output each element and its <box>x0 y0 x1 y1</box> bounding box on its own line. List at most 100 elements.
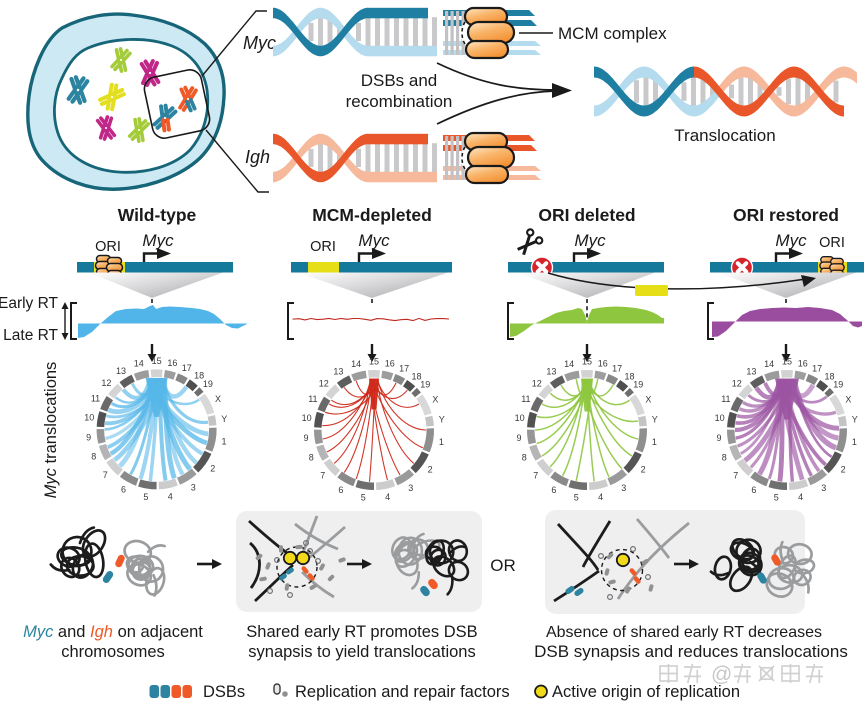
svg-text:MCM-depleted: MCM-depleted <box>312 205 432 225</box>
svg-text:8: 8 <box>722 452 727 462</box>
svg-text:Shared early RT promotes DSB: Shared early RT promotes DSB <box>246 623 477 641</box>
svg-text:Y: Y <box>221 414 227 424</box>
svg-text:7: 7 <box>533 470 538 480</box>
svg-text:X: X <box>645 395 651 405</box>
svg-text:DSB synapsis and reduces trans: DSB synapsis and reduces translocations <box>534 642 848 661</box>
svg-text:ORI restored: ORI restored <box>733 205 839 225</box>
svg-text:Absence of shared early RT dec: Absence of shared early RT decreases <box>546 624 822 641</box>
svg-text:8: 8 <box>91 452 96 462</box>
svg-text:7: 7 <box>103 470 108 480</box>
svg-text:9: 9 <box>86 432 91 442</box>
svg-text:X: X <box>432 395 438 405</box>
svg-text:1: 1 <box>221 436 226 446</box>
svg-text:5: 5 <box>361 493 366 503</box>
svg-text:7: 7 <box>733 470 738 480</box>
svg-text:ORI: ORI <box>819 235 845 251</box>
svg-text:15: 15 <box>582 357 592 367</box>
svg-text:9: 9 <box>516 433 521 443</box>
svg-text:10: 10 <box>715 413 725 423</box>
svg-text:5: 5 <box>574 493 579 503</box>
svg-text:@: @ <box>711 663 732 686</box>
svg-text:1: 1 <box>652 437 657 447</box>
svg-text:17: 17 <box>399 364 409 374</box>
svg-text:12: 12 <box>319 378 329 388</box>
svg-text:16: 16 <box>798 358 808 368</box>
svg-text:2: 2 <box>641 464 646 474</box>
svg-text:12: 12 <box>732 378 742 388</box>
svg-text:Active origin of replication: Active origin of replication <box>552 683 740 701</box>
svg-text:Myc: Myc <box>574 231 606 250</box>
svg-text:X: X <box>845 395 851 405</box>
svg-text:synapsis to yield translocatio: synapsis to yield translocations <box>248 643 475 661</box>
svg-text:3: 3 <box>408 483 413 493</box>
svg-text:chromosomes: chromosomes <box>61 643 165 661</box>
svg-text:18: 18 <box>624 371 634 381</box>
svg-text:2: 2 <box>428 464 433 474</box>
svg-text:6: 6 <box>338 485 343 495</box>
svg-text:3: 3 <box>821 483 826 493</box>
svg-text:Myc: Myc <box>775 231 807 250</box>
svg-text:11: 11 <box>308 394 317 404</box>
svg-text:Myc: Myc <box>142 231 174 250</box>
svg-text:8: 8 <box>309 452 314 462</box>
svg-text:Early RT: Early RT <box>0 295 59 312</box>
svg-text:18: 18 <box>411 371 421 381</box>
svg-text:Igh: Igh <box>245 147 270 167</box>
svg-text:Myc translocations: Myc translocations <box>42 362 60 499</box>
svg-text:19: 19 <box>420 380 430 390</box>
svg-text:ORI: ORI <box>95 239 121 255</box>
svg-text:10: 10 <box>515 413 525 423</box>
svg-text:14: 14 <box>351 359 361 369</box>
svg-text:4: 4 <box>798 492 803 502</box>
svg-text:16: 16 <box>598 358 608 368</box>
svg-text:4: 4 <box>598 492 603 502</box>
svg-text:3: 3 <box>191 482 196 492</box>
svg-text:OR: OR <box>490 556 516 575</box>
svg-text:Late RT: Late RT <box>3 327 58 344</box>
svg-text:19: 19 <box>203 379 213 389</box>
svg-text:7: 7 <box>320 470 325 480</box>
svg-text:6: 6 <box>751 485 756 495</box>
svg-text:16: 16 <box>385 358 395 368</box>
svg-text:18: 18 <box>824 371 834 381</box>
svg-text:15: 15 <box>152 356 162 366</box>
svg-text:14: 14 <box>134 358 144 368</box>
svg-text:Y: Y <box>439 415 445 425</box>
svg-text:11: 11 <box>91 394 100 404</box>
svg-text:5: 5 <box>143 492 148 502</box>
svg-text:13: 13 <box>333 367 343 377</box>
svg-text:recombination: recombination <box>346 92 453 111</box>
svg-text:14: 14 <box>764 359 774 369</box>
svg-text:3: 3 <box>621 483 626 493</box>
svg-text:Wild-type: Wild-type <box>118 205 197 225</box>
svg-text:ORI: ORI <box>310 239 336 255</box>
svg-text:8: 8 <box>522 452 527 462</box>
svg-text:13: 13 <box>746 367 756 377</box>
svg-text:10: 10 <box>302 413 312 423</box>
svg-text:Myc: Myc <box>243 33 276 53</box>
svg-text:2: 2 <box>210 464 215 474</box>
svg-text:MCM complex: MCM complex <box>558 24 667 43</box>
svg-text:Y: Y <box>852 415 858 425</box>
svg-text:15: 15 <box>782 357 792 367</box>
svg-text:DSBs and: DSBs and <box>361 71 438 90</box>
svg-text:1: 1 <box>852 437 857 447</box>
svg-text:1: 1 <box>439 437 444 447</box>
svg-text:16: 16 <box>167 358 177 368</box>
svg-text:Y: Y <box>652 415 658 425</box>
svg-text:9: 9 <box>716 433 721 443</box>
svg-text:13: 13 <box>546 367 556 377</box>
svg-text:X: X <box>215 394 221 404</box>
svg-text:12: 12 <box>101 378 111 388</box>
svg-text:19: 19 <box>633 380 643 390</box>
svg-text:11: 11 <box>721 394 730 404</box>
svg-text:ORI deleted: ORI deleted <box>538 205 635 225</box>
svg-text:Translocation: Translocation <box>674 126 775 145</box>
svg-text:17: 17 <box>182 363 192 373</box>
svg-text:11: 11 <box>521 394 530 404</box>
svg-text:12: 12 <box>532 378 542 388</box>
svg-text:2: 2 <box>841 464 846 474</box>
svg-text:17: 17 <box>612 364 622 374</box>
svg-text:17: 17 <box>812 364 822 374</box>
svg-text:14: 14 <box>564 359 574 369</box>
